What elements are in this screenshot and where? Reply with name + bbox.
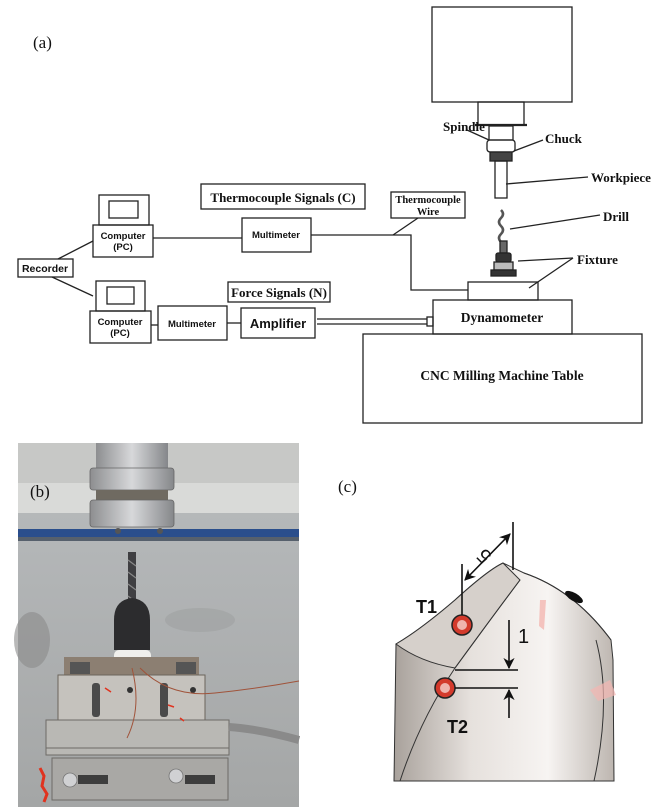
computer-bottom-label-line1: Computer [98,317,143,328]
spindle [488,125,514,141]
thermocouple-signals-label: Thermocouple Signals (C) [210,190,355,205]
photo-dynamometer [45,719,230,756]
panel-a: (a) Spindle Chuck Workpiece Drill Fixtur… [17,6,651,424]
panel-c: (c) 5 1 T1 T2 [338,477,616,782]
thermocouple-wire-label-line1: Thermocouple [395,195,461,206]
computer-top-label-line1: Computer [101,231,146,242]
photo-cable [228,723,301,744]
cnc-table [362,333,643,424]
dimension-5-label: 5 [473,544,496,567]
fixture-label: Fixture [577,252,618,267]
photo-drill-chuck [114,598,150,650]
panel-a-label: (a) [33,33,52,52]
workpiece [494,160,508,199]
thermocouple-wire-box [390,191,466,219]
machine-head [431,6,573,103]
t2-label: T2 [447,717,468,737]
chuck [486,139,516,153]
chuck-label: Chuck [545,131,583,146]
dimension-1-label: 1 [518,626,529,648]
photo-fixture [57,674,206,721]
force-signals-label: Force Signals (N) [231,285,327,300]
thermocouple-signals-box [200,183,366,210]
computer-bottom-label-line2: (PC) [110,328,130,339]
monitor-top [98,194,150,226]
coolant-hole [565,590,583,604]
dimension-5-arrow [464,533,511,581]
multimeter-top-label: Multimeter [252,230,300,241]
cnc-table-label: CNC Milling Machine Table [420,368,583,383]
panel-b-photo: (b) [14,443,301,807]
thermocouple-wire-label-line2: Wire [417,207,440,218]
photo-drill-bit [128,552,136,612]
panel-c-label: (c) [338,477,357,496]
photo-spindle [89,467,175,491]
multimeter-bottom-label: Multimeter [168,319,216,330]
fixture [467,281,539,301]
dynamometer-label: Dynamometer [461,310,543,325]
spindle-label: Spindle [443,119,485,134]
thermocouple-wire [311,234,468,291]
monitor-bottom [95,280,146,312]
computer-bottom [89,310,152,344]
drill-label: Drill [603,209,629,224]
force-signals-box [227,281,331,303]
computer-top-label-line2: (PC) [113,242,133,253]
workpiece-label: Workpiece [591,170,651,185]
recorder-label: Recorder [22,263,68,275]
amplifier-label: Amplifier [250,316,306,331]
multimeter-top [241,217,312,253]
t1-label: T1 [416,597,437,617]
drill-chuck [490,269,517,277]
amplifier [240,307,316,339]
panel-b-label: (b) [30,482,50,501]
recorder [17,258,74,278]
